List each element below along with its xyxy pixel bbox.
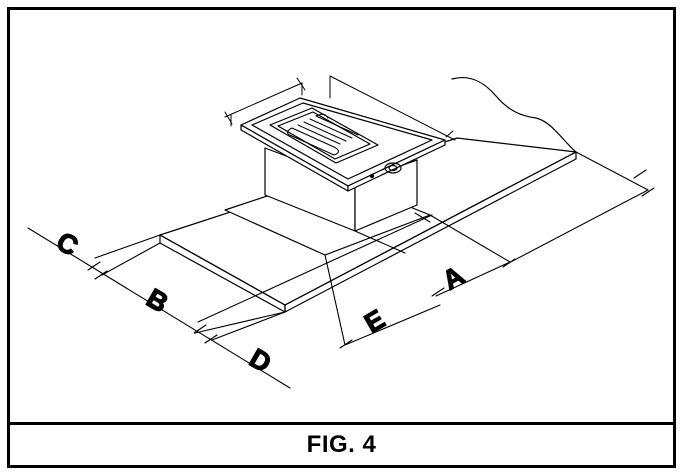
installation-diagram: C B D E A (27, 75, 655, 389)
figure-frame: C B D E A FIG. 4 (7, 7, 676, 468)
countertop-edge (159, 234, 286, 313)
hob-top-inner (251, 102, 433, 180)
dimension-label-d: D (244, 343, 276, 379)
countertop-edge-side (284, 151, 577, 313)
cooking-well (269, 107, 379, 164)
dimension-label-c: C (51, 226, 83, 262)
figure-caption: FIG. 4 (306, 431, 377, 458)
indicator-light-icon (369, 173, 375, 179)
hob-dimension-lines (224, 75, 456, 141)
grill-element (287, 113, 359, 156)
control-knob-icon (384, 162, 402, 174)
hob-top-edge-side (347, 139, 446, 192)
dimension-label-e: E (359, 304, 390, 339)
cooking-well-inner (277, 111, 371, 160)
dimension-lines (27, 151, 655, 389)
dimension-label-a: A (437, 260, 469, 296)
break-line (451, 76, 577, 153)
caption-bar: FIG. 4 (10, 422, 673, 465)
